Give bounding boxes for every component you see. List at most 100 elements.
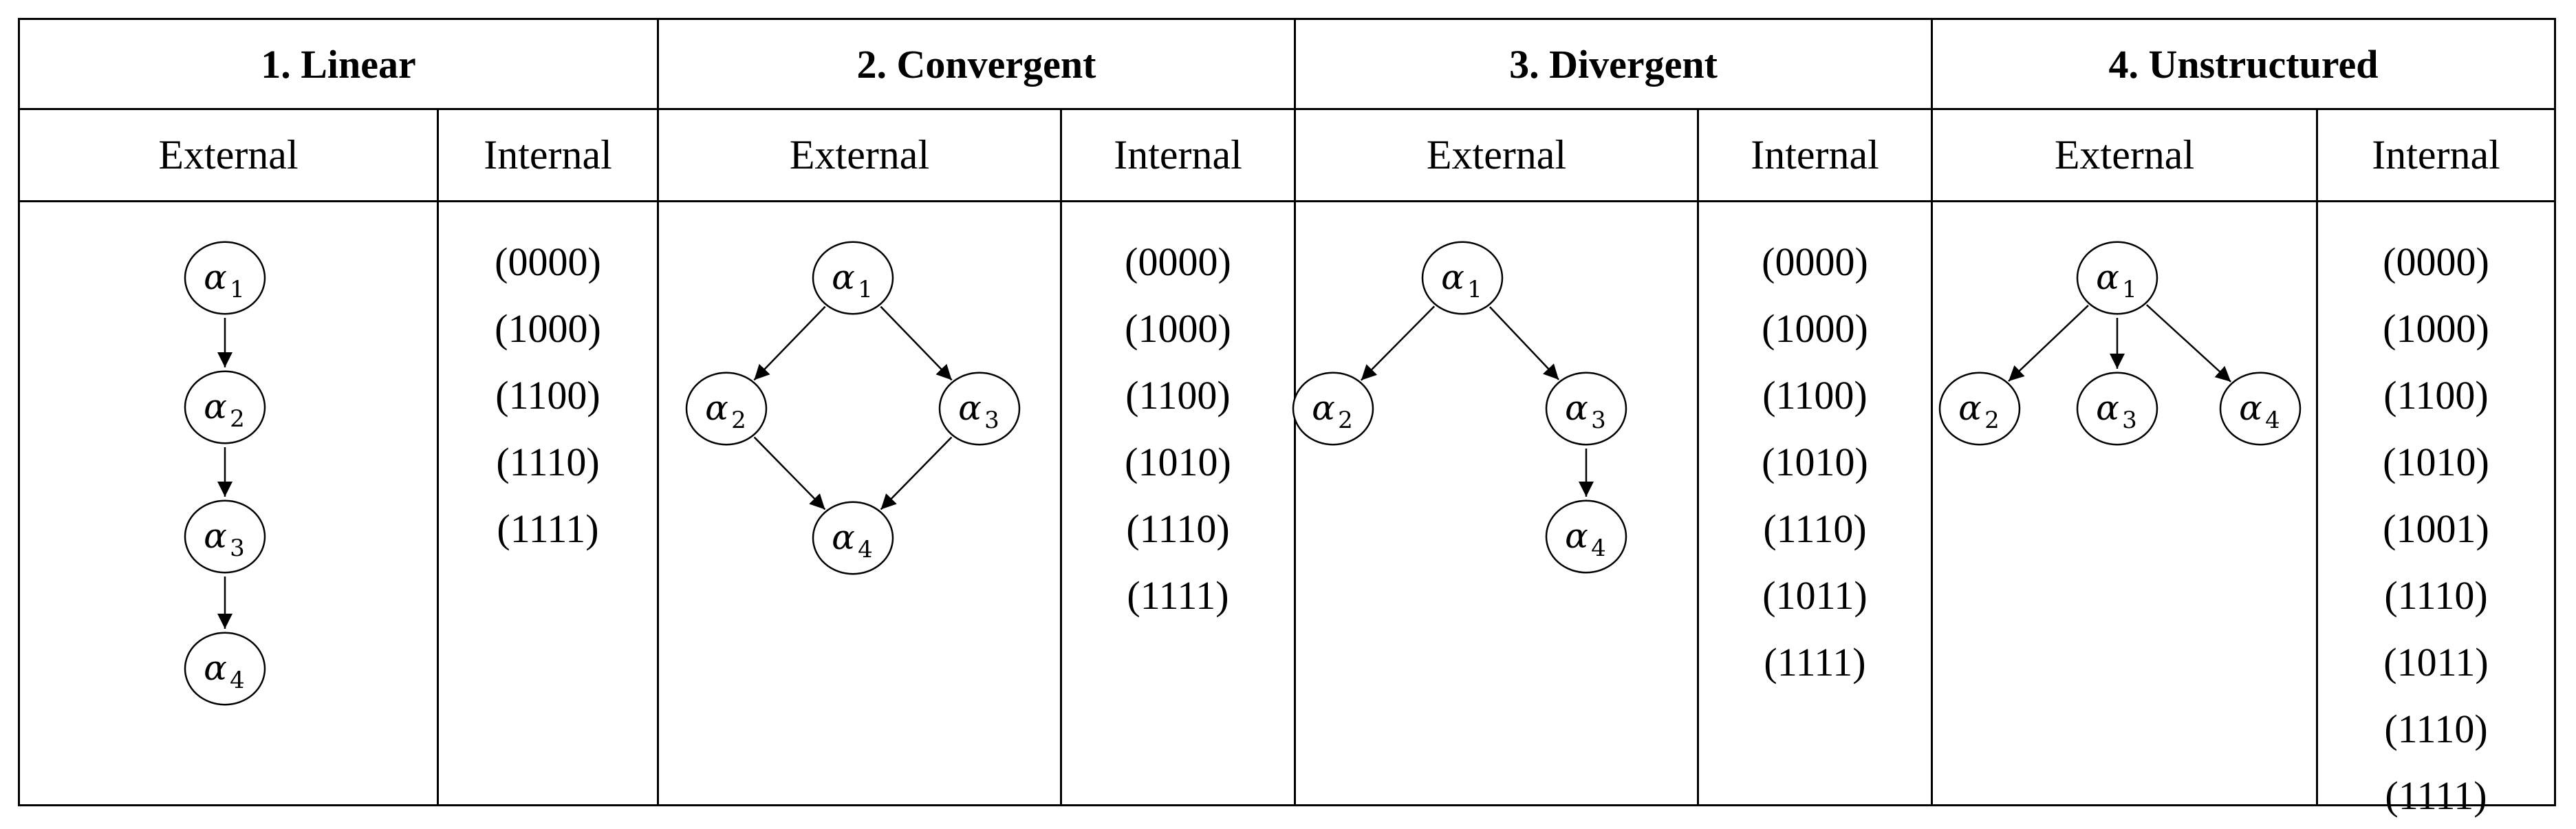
node-circle — [2219, 372, 2302, 446]
state-item: (1000) — [495, 306, 601, 351]
column-divider — [1060, 108, 1062, 804]
node-subscript: 2 — [1338, 407, 1353, 434]
node-label: α — [705, 388, 728, 428]
node-circle — [685, 372, 768, 446]
section-divider — [657, 20, 659, 804]
state-item: (1011) — [2383, 640, 2489, 685]
section-title-linear: 1. Linear — [261, 41, 416, 87]
node-label: α — [1565, 516, 1588, 556]
edge-a1-a2 — [1360, 305, 1436, 381]
state-item: (1001) — [2383, 506, 2489, 551]
edge-a2-a4 — [753, 436, 826, 510]
node-subscript: 3 — [1591, 407, 1606, 434]
internal-label-unstructured: Internal — [2372, 132, 2500, 177]
column-divider — [1697, 108, 1699, 804]
node-label: α — [204, 516, 227, 556]
state-item: (1111) — [1764, 640, 1866, 685]
node-circle — [812, 501, 894, 575]
state-item: (1010) — [1762, 440, 1868, 484]
state-item: (1111) — [1127, 573, 1229, 618]
state-item: (1000) — [1762, 306, 1868, 351]
state-item: (1110) — [1763, 506, 1867, 551]
node-subscript: 3 — [2122, 407, 2137, 434]
node-subscript: 2 — [230, 405, 245, 433]
column-divider — [437, 108, 439, 804]
node-label: α — [1312, 388, 1335, 428]
state-item: (1111) — [497, 506, 599, 551]
node-circle — [2076, 372, 2158, 446]
node-label: α — [1958, 388, 1982, 428]
internal-label-convergent: Internal — [1114, 132, 1242, 177]
node-label: α — [1441, 257, 1464, 297]
edge-a1-a3 — [1489, 306, 1560, 380]
internal-label-divergent: Internal — [1751, 132, 1879, 177]
edge-a1-a2 — [2008, 305, 2089, 382]
column-divider — [2316, 108, 2318, 804]
node-label: α — [958, 388, 982, 428]
section-divider — [1931, 20, 1933, 804]
node-subscript: 1 — [230, 276, 245, 303]
state-item: (1111) — [2385, 773, 2487, 818]
state-item: (1011) — [1762, 573, 1868, 618]
node-subscript: 4 — [1591, 535, 1606, 562]
state-item: (0000) — [1762, 239, 1868, 284]
node-circle — [184, 632, 266, 706]
node-subscript: 2 — [1984, 407, 2000, 434]
node-subscript: 1 — [2122, 276, 2137, 303]
states-cell-divergent: (0000) (1000) (1100) (1010) (1110) (1011) (111… — [1699, 202, 1931, 804]
node-subscript: 1 — [1467, 276, 1482, 303]
node-circle — [2076, 241, 2158, 315]
edge-a1-a3 — [880, 305, 953, 381]
node-subscript: 2 — [731, 407, 746, 434]
state-item: (1110) — [496, 440, 600, 484]
node-label: α — [832, 257, 855, 297]
node-subscript: 3 — [230, 535, 245, 562]
node-circle — [938, 372, 1021, 446]
state-item: (1100) — [495, 373, 600, 418]
state-item: (1010) — [2383, 440, 2489, 484]
state-item: (1110) — [1126, 506, 1230, 551]
states-list-linear: (0000)(1000)(1100)(1110)(1111) — [439, 228, 657, 562]
states-list-unstructured: (0000)(1000)(1100)(1010)(1001)(1110)(101… — [2318, 228, 2554, 829]
node-label: α — [1565, 388, 1588, 428]
node-subscript: 4 — [858, 536, 873, 563]
states-cell-linear: (0000)(1000)(1100)(1110)(1111) — [439, 202, 657, 804]
state-item: (1100) — [1762, 373, 1868, 418]
states-list-divergent: (0000) (1000) (1100) (1010) (1110) (1011) (111… — [1699, 228, 1931, 696]
state-item: (1000) — [1125, 306, 1231, 351]
node-circle — [1938, 372, 2021, 446]
node-label: α — [204, 648, 227, 688]
header-separator — [20, 108, 2554, 110]
node-circle — [1421, 241, 1504, 315]
section-title-divergent: 3. Divergent — [1509, 41, 1718, 87]
external-label-divergent: External — [1426, 132, 1567, 177]
external-label-unstructured: External — [2054, 132, 2195, 177]
section-title-unstructured: 4. Unstructured — [2108, 41, 2379, 87]
node-label: α — [832, 517, 855, 557]
node-circle — [184, 241, 266, 315]
subheader-separator — [20, 200, 2554, 202]
node-label: α — [204, 257, 227, 297]
state-item: (0000) — [2383, 239, 2489, 284]
edge-a1-a2 — [753, 305, 826, 381]
state-item: (1110) — [2384, 573, 2488, 618]
node-subscript: 3 — [984, 407, 999, 434]
